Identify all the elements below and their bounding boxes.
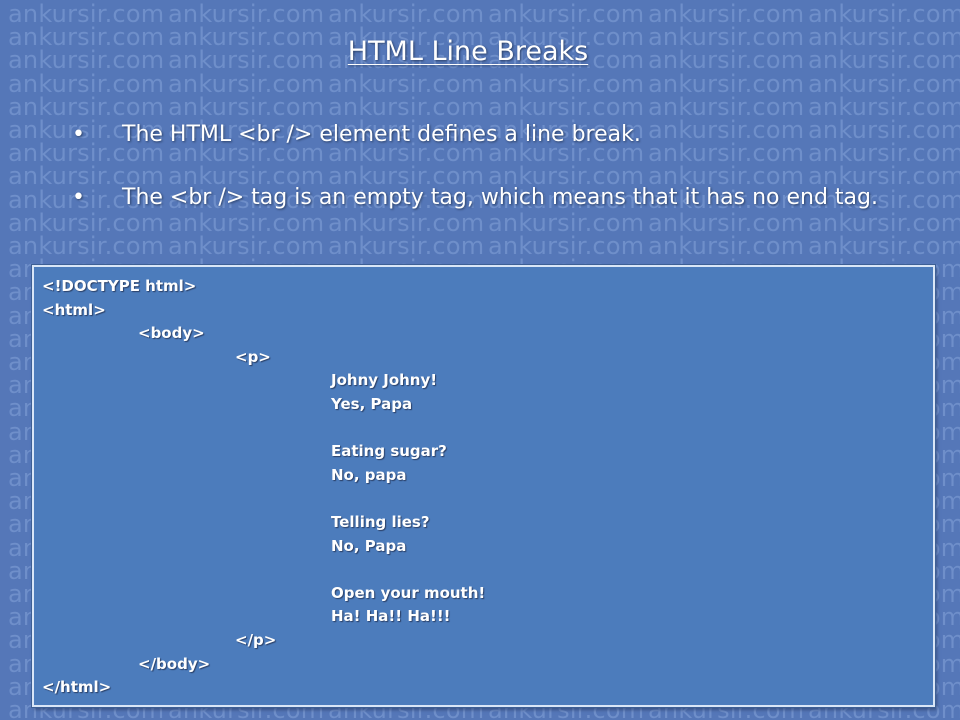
code-line: </body> bbox=[138, 654, 211, 673]
watermark-text: ankursir.com bbox=[648, 69, 805, 98]
bullet-item: • The HTML <br /> element defines a line… bbox=[72, 118, 902, 151]
watermark-text: ankursir.com bbox=[328, 69, 485, 98]
code-line: No, Papa bbox=[331, 536, 407, 555]
watermark-text: ankursir.com bbox=[488, 0, 645, 28]
watermark-text: ankursir.com bbox=[808, 92, 960, 121]
code-example-box: <!DOCTYPE html> <html> <body> <p> Johny John… bbox=[32, 265, 935, 707]
code-line: <html> bbox=[42, 300, 106, 319]
slide-title: HTML Line Breaks bbox=[347, 36, 589, 67]
code-line: Eating sugar? bbox=[331, 442, 447, 461]
code-line bbox=[42, 487, 485, 511]
watermark-text: ankursir.com bbox=[808, 0, 960, 28]
code-line: Telling lies? bbox=[331, 512, 430, 531]
watermark-text: ankursir.com bbox=[328, 92, 485, 121]
watermark-text: ankursir.com bbox=[808, 69, 960, 98]
code-line: Open your mouth! bbox=[331, 583, 486, 602]
bullet-list: • The HTML <br /> element defines a line… bbox=[72, 118, 902, 244]
watermark-text: ankursir.com bbox=[488, 69, 645, 98]
code-line: <p> bbox=[235, 347, 271, 366]
code-line: <!DOCTYPE html> bbox=[42, 277, 197, 295]
watermark-text: ankursir.com bbox=[648, 0, 805, 28]
watermark-text: ankursir.com bbox=[8, 92, 165, 121]
watermark-text: ankursir.com bbox=[648, 92, 805, 121]
watermark-text: ankursir.com bbox=[488, 92, 645, 121]
code-line: <body> bbox=[138, 324, 205, 343]
code-line: </p> bbox=[235, 630, 277, 649]
code-line bbox=[42, 417, 485, 441]
code-line: Ha! Ha!! Ha!!! bbox=[331, 607, 451, 626]
code-line: Yes, Papa bbox=[331, 394, 413, 413]
watermark-text: ankursir.com bbox=[168, 0, 325, 28]
bullet-icon: • bbox=[72, 185, 85, 210]
code-line: No, papa bbox=[331, 465, 407, 484]
code-line bbox=[42, 558, 485, 582]
watermark-text: ankursir.com bbox=[328, 0, 485, 28]
watermark-text: ankursir.com bbox=[8, 0, 165, 28]
watermark-text: ankursir.com bbox=[168, 69, 325, 98]
watermark-text: ankursir.com bbox=[168, 92, 325, 121]
code-line: Johny Johny! bbox=[331, 371, 438, 390]
code-line: </html> bbox=[42, 678, 112, 697]
bullet-icon: • bbox=[72, 122, 85, 147]
code-lines: <!DOCTYPE html> <html> <body> <p> Johny John… bbox=[42, 275, 485, 700]
bullet-item: • The <br /> tag is an empty tag, which … bbox=[72, 181, 902, 214]
bullet-text: The HTML <br /> element defines a line b… bbox=[122, 122, 641, 147]
watermark-text: ankursir.com bbox=[8, 69, 165, 98]
bullet-text: The <br /> tag is an empty tag, which me… bbox=[122, 185, 878, 210]
